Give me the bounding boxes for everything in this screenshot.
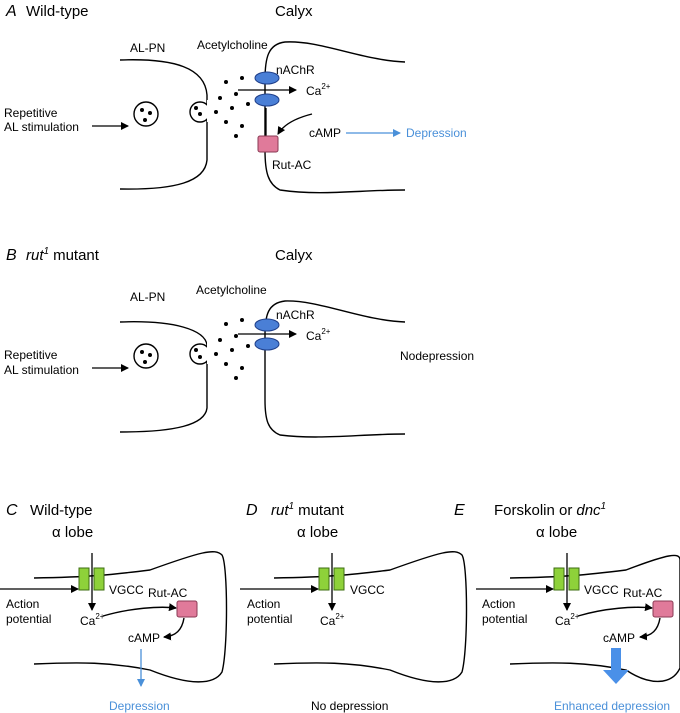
panel-a-release-gap: [207, 100, 211, 122]
panel-a-acetylcholine-label: Acetylcholine: [197, 38, 268, 52]
panel-a-rutac-enzyme: [257, 135, 279, 153]
panel-a-postsynaptic-membrane: [264, 41, 406, 194]
panel-d-title-line2: α lobe: [297, 524, 338, 541]
panel-b-nachr-label: nAChR: [276, 308, 315, 322]
panel-b-acetylcholine-label: Acetylcholine: [196, 283, 267, 297]
panel-c-ca-label: Ca2+: [80, 612, 105, 628]
panel-c-title-line1: Wild-type: [30, 502, 93, 519]
panel-a-al-pn-label: AL-PN: [130, 41, 165, 55]
panel-a-nachr-channel-lower: [254, 93, 280, 107]
panel-a-calyx-label: Calyx: [275, 3, 313, 20]
panel-b-al-pn-label: AL-PN: [130, 290, 165, 304]
panel-b-stim-line2: AL stimulation: [4, 363, 79, 377]
panel-e-camp-label: cAMP: [603, 631, 635, 645]
panel-c-vgcc-label: VGCC: [109, 583, 144, 597]
panel-b-stim-line1: Repetitive: [4, 348, 58, 362]
panel-a-letter: A: [5, 3, 17, 20]
panel-c-depression-label: Depression: [109, 699, 170, 713]
panel-c-vgcc-channel-left: [78, 567, 90, 591]
panel-c-letter: C: [6, 502, 18, 519]
panel-a-stim-line2: AL stimulation: [4, 120, 79, 134]
panel-e-title-line2: α lobe: [536, 524, 577, 541]
panel-d-vgcc-label: VGCC: [350, 583, 385, 597]
panel-a-depression-label: Depression: [406, 126, 467, 140]
panel-a: A Wild-type Calyx AL-PN Acetylcholine nA…: [4, 3, 467, 194]
panel-e-ca-to-rutac-arrow: [577, 603, 653, 617]
panel-d-letter: D: [246, 502, 258, 519]
panel-e-camp-arrow: [639, 617, 661, 641]
panel-a-nachr-channel: [254, 71, 280, 85]
panel-a-vesicle: [133, 101, 159, 127]
panel-c-action-line2: potential: [6, 612, 51, 626]
panel-e-action-line1: Action: [482, 597, 515, 611]
panel-e-enhanced-depression-label: Enhanced depression: [554, 699, 670, 713]
panel-c-title-line2: α lobe: [52, 524, 93, 541]
panel-b-letter: B: [6, 247, 17, 264]
panel-b-no-depression-label: Nodepression: [400, 349, 474, 363]
panel-d-vgcc-channel-right: [333, 567, 345, 591]
panel-e-ca-label: Ca2+: [555, 612, 580, 628]
panel-c-camp-label: cAMP: [128, 631, 160, 645]
panel-a-stim-line1: Repetitive: [4, 106, 58, 120]
panel-c-vgcc-channel-right: [93, 567, 105, 591]
panel-c: C Wild-type α lobe VGCC Rut-AC Ca2+ cAMP…: [0, 502, 228, 713]
panel-a-acetylcholine-dots: [214, 76, 250, 138]
panel-c-axon-membrane: [33, 551, 228, 683]
panel-e-axon-membrane: [509, 554, 680, 683]
panel-a-nachr-label: nAChR: [276, 63, 315, 77]
panel-e-action-line2: potential: [482, 612, 527, 626]
panel-c-rutac-enzyme: [176, 600, 198, 618]
panel-a-presynaptic-membrane: [119, 59, 208, 190]
panel-b-nachr-channel: [254, 318, 280, 332]
panel-b-nachr-channel-lower: [254, 337, 280, 351]
panel-e-rutac-enzyme: [652, 600, 674, 618]
panel-e-vgcc-label: VGCC: [584, 583, 619, 597]
panel-e-letter: E: [454, 502, 465, 519]
panel-d-action-line2: potential: [247, 612, 292, 626]
panel-b-vesicle: [133, 343, 159, 369]
panel-a-camp-feedback-arrow: [277, 113, 313, 135]
panel-c-rutac-label: Rut-AC: [148, 586, 188, 600]
panel-b-calyx-label: Calyx: [275, 247, 313, 264]
panel-d-no-depression-label: No depression: [311, 699, 388, 713]
panel-c-ca-to-rutac-arrow: [102, 603, 177, 617]
panel-b-ca-label: Ca2+: [306, 327, 331, 343]
panel-b-postsynaptic-membrane: [264, 300, 406, 438]
panel-e-rutac-label: Rut-AC: [623, 586, 663, 600]
panel-a-title: Wild-type: [26, 3, 89, 20]
panel-b-presynaptic-membrane: [119, 321, 208, 433]
panel-d-ca-label: Ca2+: [320, 612, 345, 628]
panel-c-camp-arrow: [163, 617, 185, 641]
panel-c-action-line1: Action: [6, 597, 39, 611]
panel-d-vgcc-channel-left: [318, 567, 330, 591]
panel-a-ca-label: Ca2+: [306, 82, 331, 98]
panel-e-vgcc-channel-left: [553, 567, 565, 591]
panel-e-enhanced-depression-arrow: [603, 648, 629, 684]
panel-d-axon-membrane: [273, 551, 468, 683]
panel-a-camp-label: cAMP: [309, 126, 341, 140]
panel-a-rutac-label: Rut-AC: [272, 158, 312, 172]
panel-d-action-line1: Action: [247, 597, 280, 611]
panel-e-vgcc-channel-right: [568, 567, 580, 591]
panel-b-acetylcholine-dots: [214, 318, 250, 380]
